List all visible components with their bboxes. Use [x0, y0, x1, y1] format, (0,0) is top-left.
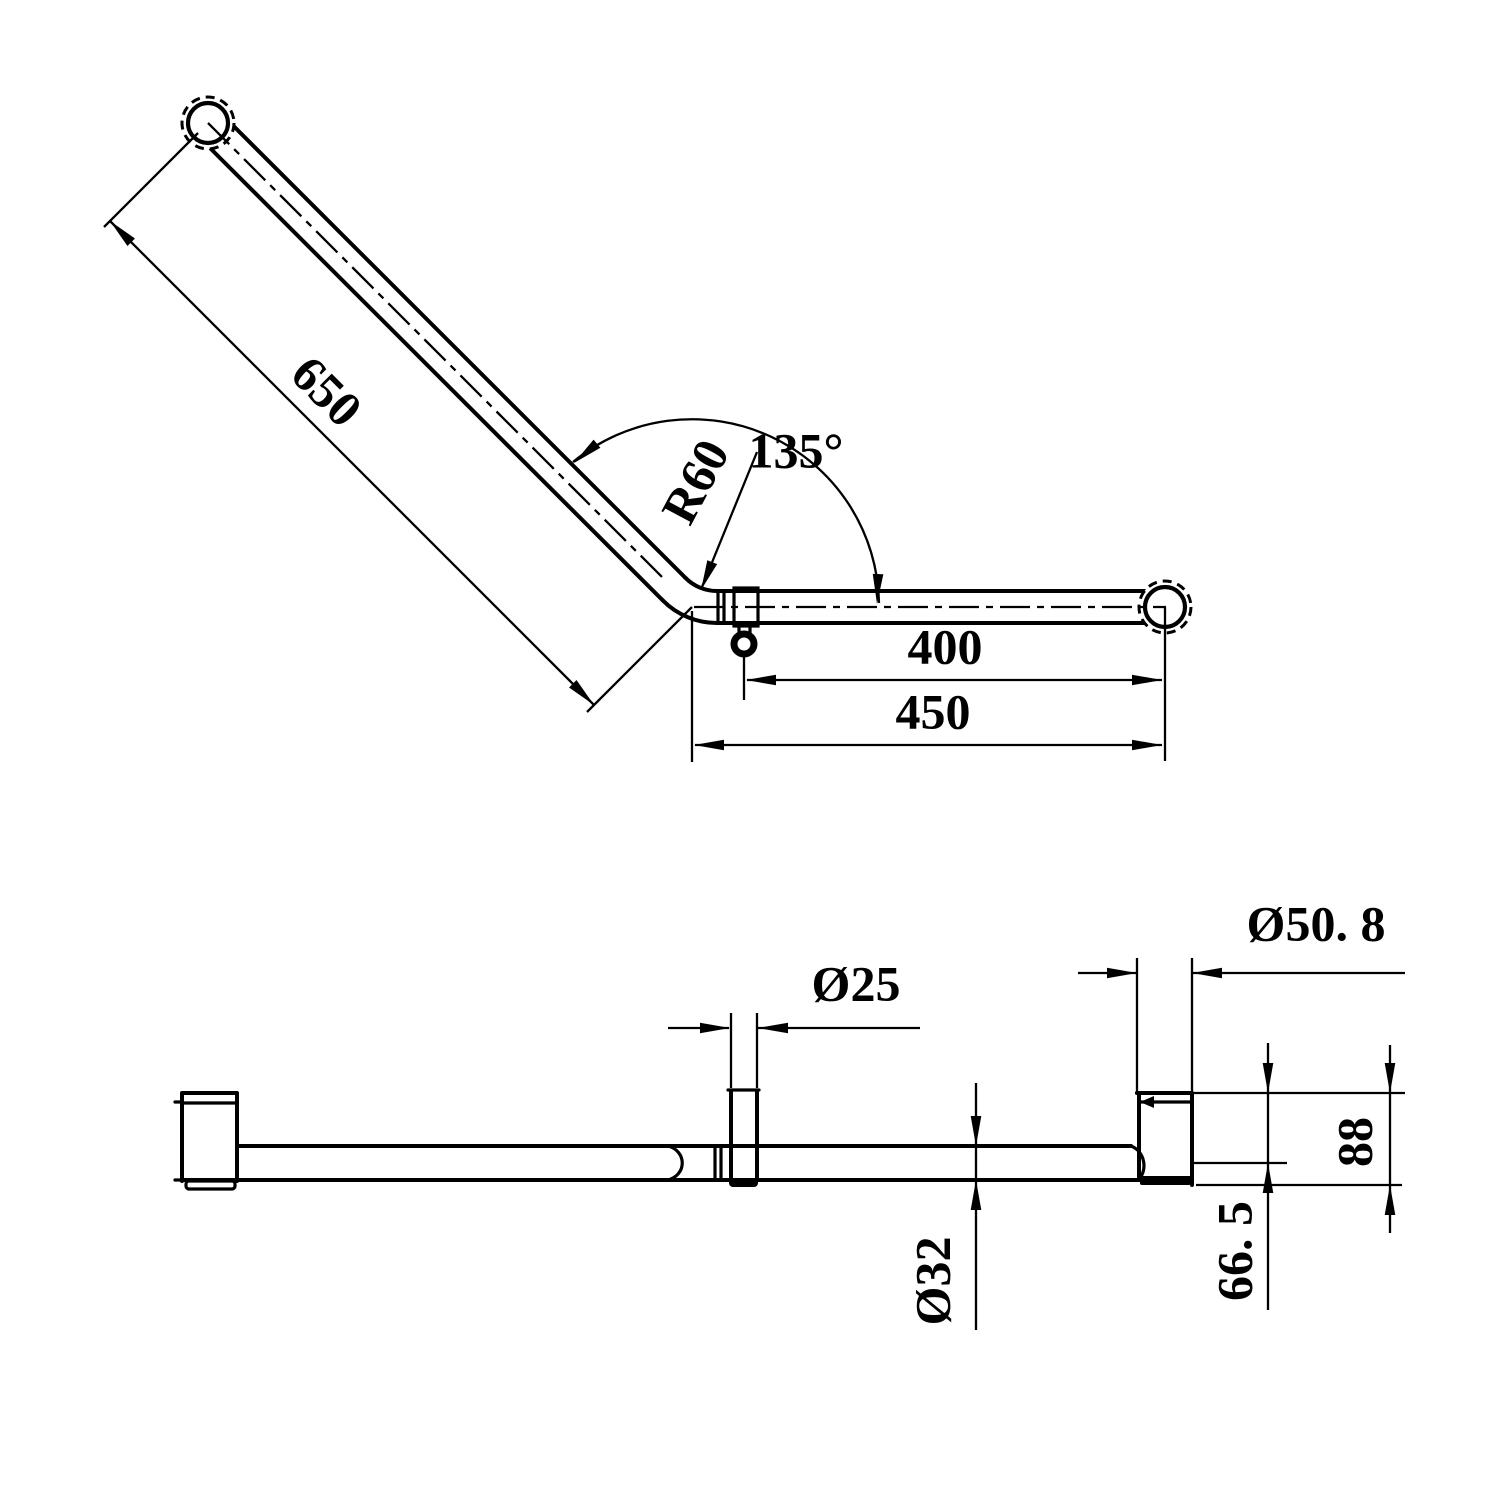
dim-text-dia508: Ø50. 8: [1247, 895, 1386, 951]
left-flange-outline: [180, 1091, 239, 1183]
dim-text-650: 650: [281, 345, 374, 438]
bend-inner-arc: [683, 575, 719, 594]
tube-bend-transition-arc: [666, 1144, 684, 1182]
arrow-dia508-right: [1192, 967, 1222, 979]
ext-650-bottom: [586, 606, 693, 713]
bend-outer-arc: [660, 598, 719, 626]
arrow-665-bottom: [1262, 1163, 1274, 1193]
dim-text-r60: R60: [650, 430, 740, 532]
arrow-650-bottom: [569, 680, 594, 705]
arrow-450-left: [694, 739, 724, 751]
angled-tube-outer-line: [231, 124, 688, 580]
post-extension-lines: [729, 1013, 759, 1088]
post-set-screw-cap: [729, 1178, 758, 1187]
dim-text-135: 135°: [749, 422, 844, 478]
arrow-dia32-bottom: [970, 1180, 982, 1210]
plan-view: 650 R60 135° 400 450: [103, 95, 1193, 762]
right-flange-bottom-cap: [1140, 1176, 1191, 1185]
dim-text-450: 450: [896, 683, 971, 739]
arrow-650-top: [110, 221, 135, 246]
arrow-dia508-left: [1107, 967, 1137, 979]
dim-text-88: 88: [1326, 1117, 1382, 1167]
dim-line-650: [109, 220, 595, 706]
tube-joint-ring: [713, 1144, 723, 1182]
arrow-arc-right: [872, 573, 884, 604]
dim-text-665: 66. 5: [1206, 1201, 1262, 1301]
arrow-88-top: [1384, 1063, 1396, 1093]
arrow-665-top: [1262, 1063, 1274, 1093]
dim-text-dia32: Ø32: [904, 1237, 960, 1326]
left-flange-bottom-cap: [184, 1179, 237, 1191]
arrow-400-left: [746, 674, 776, 686]
angle-arc-135: [572, 418, 881, 604]
side-view: Ø25 Ø50. 8 Ø32 66. 5 88: [173, 895, 1405, 1330]
arrow-dia32-top: [970, 1116, 982, 1146]
arrow-88-bottom: [1384, 1185, 1396, 1215]
arrow-dia25-right: [758, 1022, 788, 1034]
dim-text-400: 400: [908, 618, 983, 674]
dim-text-dia25: Ø25: [812, 955, 901, 1011]
post-body-lines: [729, 1090, 759, 1182]
angled-centerline: [207, 122, 667, 582]
arrow-arc-left: [574, 439, 601, 463]
arrow-r60: [701, 560, 718, 590]
arrow-450-right: [1132, 739, 1162, 751]
angled-tube-inner-line: [209, 147, 665, 603]
right-flange-extension-lines: [1135, 958, 1194, 1093]
ext-650-top: [103, 132, 199, 228]
arrow-dia25-left: [700, 1022, 730, 1034]
left-flange-ticks: [173, 1100, 184, 1182]
right-flange-outline: [1135, 1091, 1194, 1187]
arrow-400-right: [1132, 674, 1162, 686]
right-flange-lip-mark: [1140, 1096, 1154, 1108]
bracket-screw: [730, 630, 758, 658]
